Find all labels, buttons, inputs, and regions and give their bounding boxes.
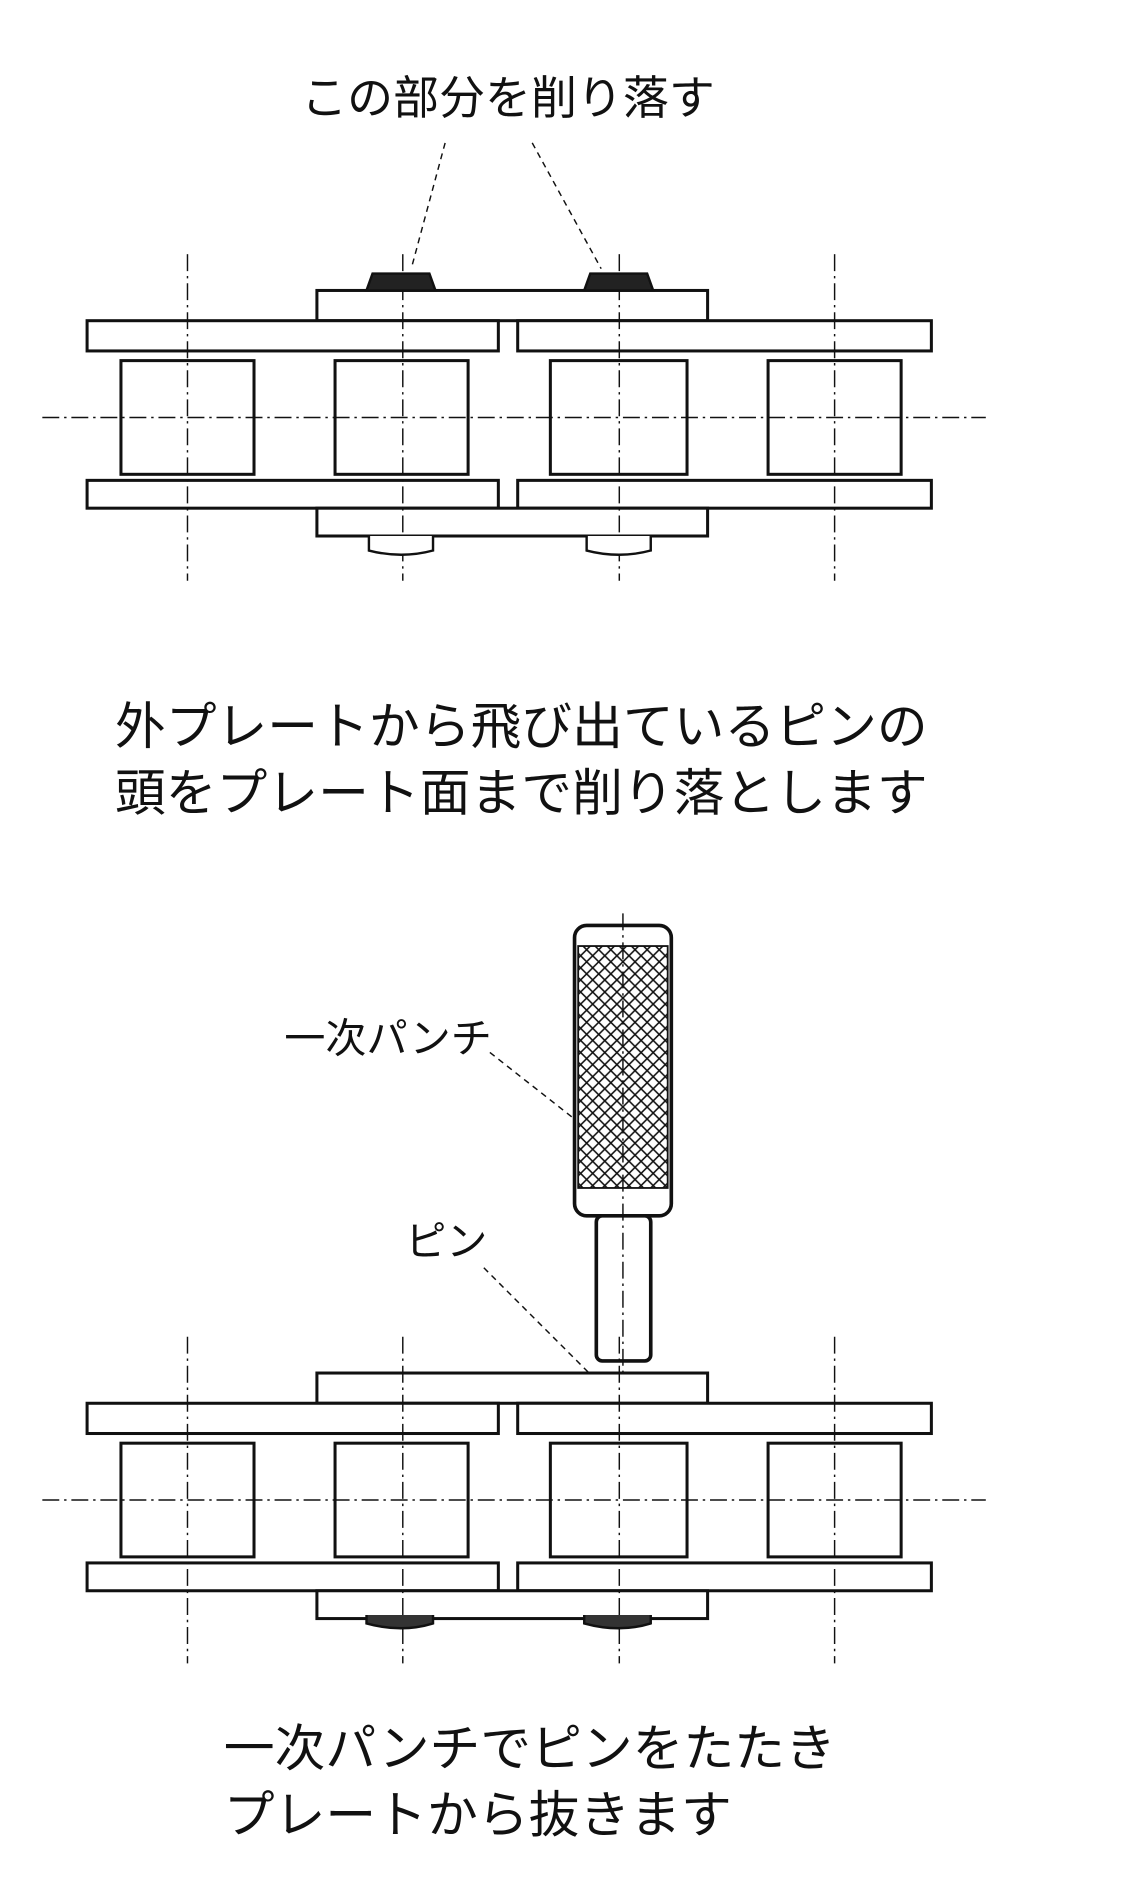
- step1-caption-line1: 外プレートから飛び出ているピンの: [115, 697, 928, 756]
- primary-punch: [572, 913, 674, 1380]
- pin-head: [582, 272, 655, 292]
- pin-head: [365, 1614, 435, 1630]
- step1-figure: この部分を削り落す 外プレートから飛び出ているピンの 頭をプレート面まで削り落と…: [40, 71, 988, 823]
- punch-label: 一次パンチ: [284, 1014, 492, 1062]
- leader-line: [410, 142, 446, 269]
- pin-head: [583, 1614, 652, 1630]
- step2-caption-line1: 一次パンチでピンをたたき: [224, 1719, 836, 1778]
- pin-head: [367, 536, 435, 556]
- chain-top: [40, 252, 988, 583]
- step2-figure: 一次パンチ ピン 一次パンチでピンをたたき プレートから抜きます: [40, 913, 988, 1845]
- pin-head: [585, 536, 652, 556]
- leader-line: [489, 1051, 575, 1120]
- leader-line: [531, 142, 602, 270]
- chain-bottom: [40, 1335, 988, 1665]
- callout-label: この部分を削り落す: [301, 71, 715, 125]
- leader-line: [483, 1267, 596, 1380]
- step2-caption-line2: プレートから抜きます: [224, 1786, 732, 1845]
- step1-caption-line2: 頭をプレート面まで削り落とします: [115, 764, 928, 823]
- pin-head: [364, 272, 438, 292]
- pin-label: ピン: [405, 1218, 487, 1266]
